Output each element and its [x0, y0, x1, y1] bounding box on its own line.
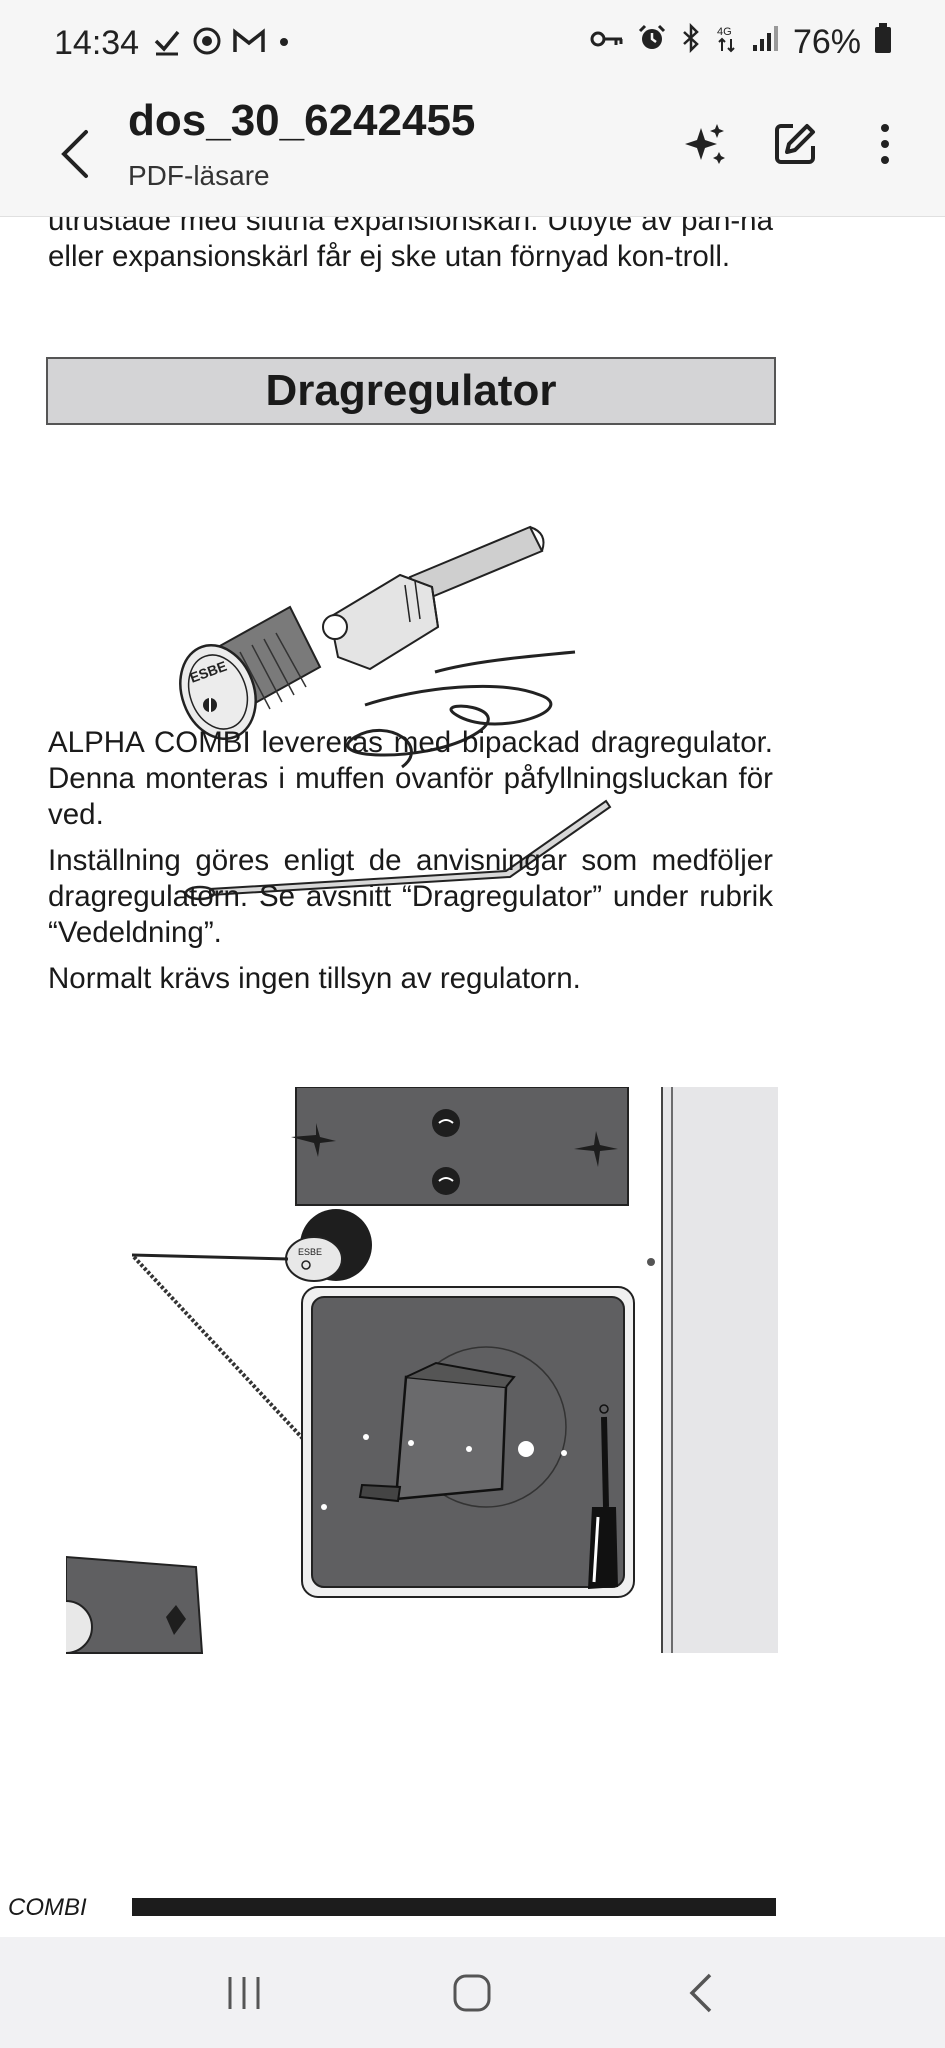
battery-icon: [873, 22, 893, 62]
boiler-installation-illustration: ESBE: [66, 1087, 778, 1654]
recent-apps-button[interactable]: [199, 1958, 289, 2028]
status-notification-icons: [152, 26, 292, 64]
chrome-icon: [192, 26, 222, 64]
bluetooth-icon: [679, 22, 703, 61]
app-subtitle: PDF-läsare: [128, 160, 270, 191]
4g-icon: 4G: [715, 23, 739, 61]
status-system-icons: 4G 76%: [589, 22, 893, 62]
dot-icon: [276, 26, 292, 64]
paragraph-2: Inställning göres enligt de anvisningar …: [48, 844, 773, 949]
check-icon: [152, 26, 182, 64]
alarm-icon: [637, 23, 667, 61]
section-header: Dragregulator: [46, 357, 776, 425]
paragraph-1: ALPHA COMBI levereras med bipackad dragr…: [48, 726, 773, 831]
edit-icon: [775, 124, 815, 164]
back-arrow-icon: [61, 130, 88, 178]
back-button[interactable]: [48, 114, 102, 194]
more-options-button[interactable]: [855, 114, 915, 174]
sparkle-icon: [685, 124, 725, 164]
home-icon: [453, 1974, 491, 2011]
more-vertical-icon: [881, 124, 889, 164]
battery-percentage: 76%: [792, 22, 861, 61]
back-chevron-icon: [689, 1973, 712, 2012]
draft-regulator-illustration: ESBE: [179, 525, 612, 901]
pdf-page[interactable]: utrustade med slutna expansionskärl. Utb…: [0, 217, 945, 1937]
home-button[interactable]: [427, 1958, 517, 2028]
paragraph-top: utrustade med slutna expansionskärl. Utb…: [48, 217, 773, 273]
page-footer-bar: [132, 1898, 776, 1916]
ai-assist-button[interactable]: [675, 114, 735, 174]
app-actions: [675, 114, 915, 174]
gmail-icon: [232, 26, 266, 64]
paragraph-3: Normalt krävs ingen tillsyn av regulator…: [48, 962, 581, 995]
status-bar: 14:34 4G 76%: [0, 0, 945, 92]
page-footer-label: COMBI: [8, 1894, 87, 1921]
section-title: Dragregulator: [265, 366, 557, 415]
status-time: 14:34: [54, 24, 140, 62]
signal-icon: [751, 23, 781, 61]
system-nav-bar: [0, 1937, 945, 2048]
system-back-button[interactable]: [656, 1958, 746, 2028]
recent-apps-icon: [228, 1976, 260, 2009]
svg-text:4G: 4G: [717, 26, 732, 38]
key-icon: [589, 25, 625, 59]
edit-button[interactable]: [765, 114, 825, 174]
app-bar: dos_30_6242455 PDF-läsare: [0, 92, 945, 217]
document-title: dos_30_6242455: [128, 96, 476, 145]
illustration-2-brand-label: ESBE: [298, 1247, 322, 1257]
